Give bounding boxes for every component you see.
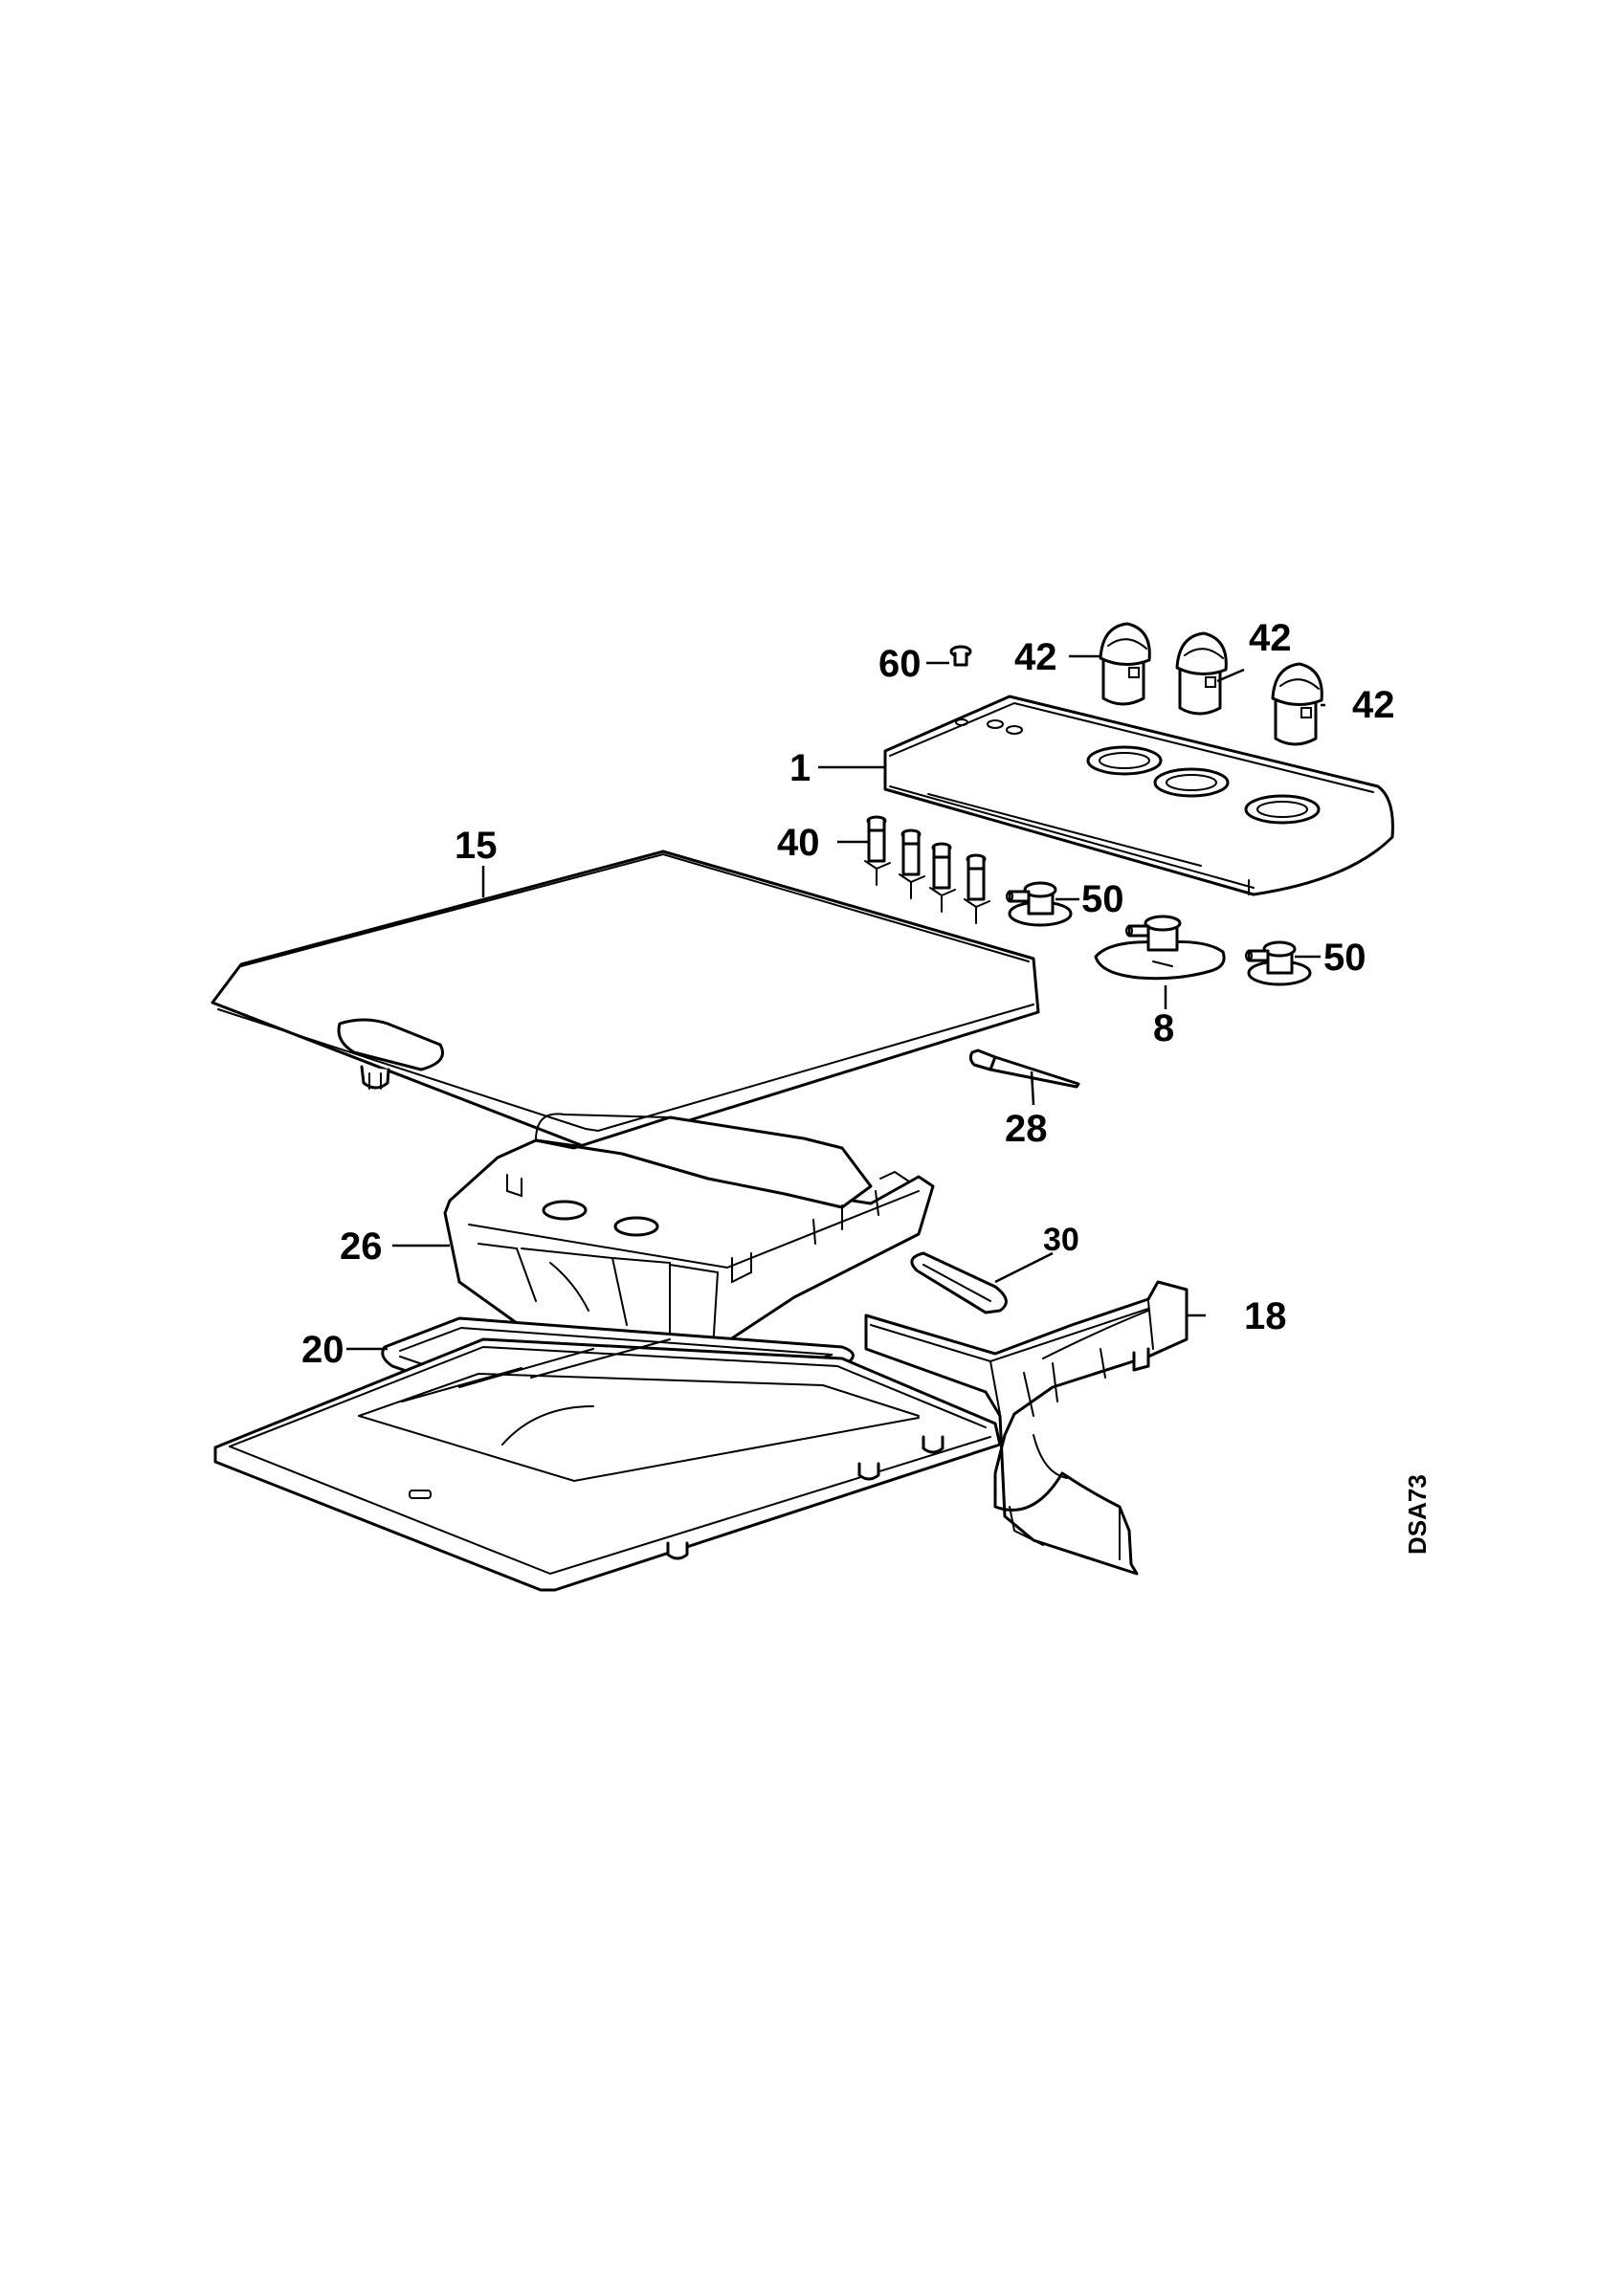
callout-30: 30 xyxy=(1043,1222,1079,1258)
base-top-panel xyxy=(213,1337,1002,1592)
part-30-gasket xyxy=(910,1251,1008,1314)
part-50-connector-1 xyxy=(1006,881,1073,927)
part-8-switch-plate xyxy=(1094,915,1226,981)
callout-28: 28 xyxy=(1005,1108,1048,1150)
part-42-knob-1 xyxy=(1099,622,1151,706)
callout-50-upper: 50 xyxy=(1081,878,1124,920)
callout-20: 20 xyxy=(301,1329,344,1371)
part-18-dispenser-rail xyxy=(864,1280,1189,1576)
part-40-pushbuttons xyxy=(864,815,990,924)
part-60-rivet xyxy=(949,645,972,667)
callout-18: 18 xyxy=(1244,1295,1287,1337)
part-1-control-panel xyxy=(883,695,1394,896)
part-15-lid xyxy=(211,850,1040,1150)
part-50-connector-2 xyxy=(1245,940,1312,986)
part-42-knob-3 xyxy=(1271,662,1323,746)
part-42-knob-2 xyxy=(1175,631,1228,716)
callout-40: 40 xyxy=(777,822,820,864)
callout-26: 26 xyxy=(340,1225,383,1268)
callout-50-lower: 50 xyxy=(1323,937,1366,979)
callout-8: 8 xyxy=(1153,1007,1174,1049)
leader-lines xyxy=(346,654,1325,1351)
callout-42-left: 42 xyxy=(1014,636,1057,678)
drawing-code: DSA73 xyxy=(1403,1474,1432,1555)
part-26-dispenser xyxy=(443,1113,935,1360)
callout-15: 15 xyxy=(455,825,498,867)
callout-42-right: 42 xyxy=(1352,684,1395,726)
callout-1: 1 xyxy=(789,747,811,789)
callout-42-middle: 42 xyxy=(1249,617,1292,659)
part-28-pin xyxy=(968,1049,1080,1089)
callout-60: 60 xyxy=(878,643,922,685)
